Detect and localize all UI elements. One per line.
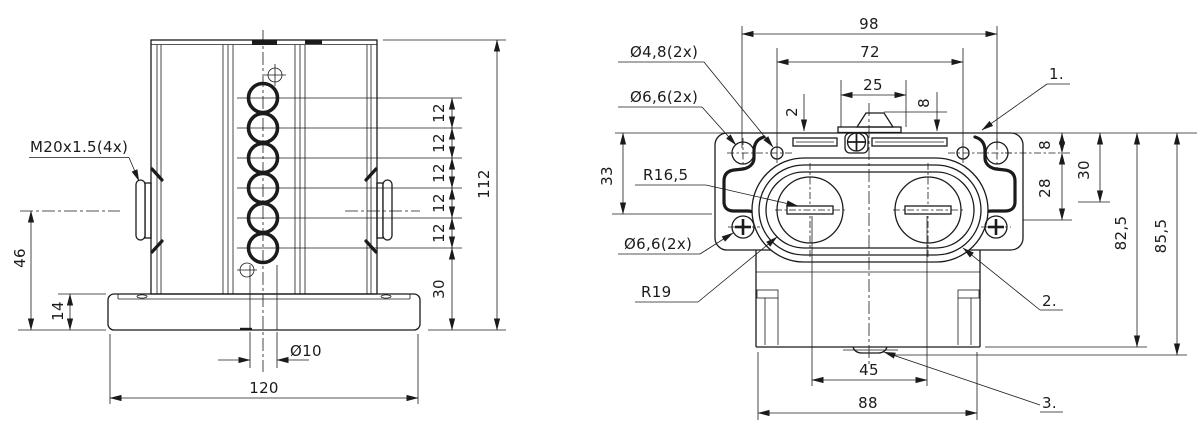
callout-1-label: 1. [1049, 65, 1064, 83]
dim-30-side-label: 30 [430, 279, 448, 299]
pilot-hole-left [770, 143, 784, 163]
dim-dia10-label: Ø10 [290, 342, 322, 360]
dim-30-front-label: 30 [1075, 160, 1093, 180]
side-view-extension-lines [18, 39, 506, 404]
front-view: 98 72 25 2 8 Ø4,8(2x) Ø6,6(2x) R16,5 Ø6,… [598, 15, 1197, 420]
dim-112-label: 112 [475, 169, 493, 199]
spring-clip-right [973, 135, 1017, 230]
top-tab [837, 112, 902, 134]
hole-dia48-label: Ø4,8(2x) [630, 43, 698, 61]
lower-body [755, 103, 981, 365]
dim-33-label: 33 [598, 166, 616, 186]
thread-callout-label: M20x1.5(4x) [30, 138, 128, 156]
hole-dia66-top-label: Ø6,6(2x) [630, 88, 698, 106]
dim-2-label: 2 [783, 107, 801, 117]
screw-hole-bottom-left [728, 215, 760, 239]
dim-14-label: 14 [49, 301, 67, 321]
dim-12-label-4: 12 [430, 193, 448, 213]
dim-82-5-label: 82,5 [1112, 216, 1130, 251]
hole-dia66-bottom-label: Ø6,6(2x) [624, 235, 692, 253]
top-section-mark-2 [305, 40, 322, 44]
dim-12-label-5: 12 [430, 223, 448, 243]
flange-hole-top-left [727, 138, 792, 168]
top-section-mark [252, 40, 277, 45]
dim-98-label: 98 [859, 15, 879, 33]
dim-12-label-2: 12 [430, 133, 448, 153]
dim-28-label: 28 [1036, 178, 1054, 198]
dim-120-label: 120 [249, 379, 279, 397]
dim-46-label: 46 [11, 248, 29, 268]
cable-gland-left [135, 167, 164, 254]
dim-8-right-label: 8 [1036, 140, 1054, 150]
dim-12-label-3: 12 [430, 163, 448, 183]
side-view: M20x1.5(4x) 46 14 12 12 12 12 12 30 [11, 30, 506, 404]
side-view-dimensions: M20x1.5(4x) 46 14 12 12 12 12 12 30 [11, 39, 501, 402]
terminal-opening-right [893, 163, 963, 257]
dim-72-label: 72 [860, 43, 880, 61]
cable-gland-right [364, 167, 393, 254]
pilot-hole-right [956, 143, 970, 163]
top-vent-slots [792, 137, 948, 147]
dim-12-label-1: 12 [430, 103, 448, 123]
side-view-base [107, 265, 421, 331]
front-view-dimensions: 98 72 25 2 8 Ø4,8(2x) Ø6,6(2x) R16,5 Ø6,… [598, 15, 1181, 417]
callout-3-label: 3. [1042, 394, 1057, 412]
screw-hole-bottom-right [981, 215, 1011, 239]
callout-2-label: 2. [1042, 292, 1057, 310]
top-center-screw [844, 132, 869, 154]
terminal-opening-left [775, 163, 845, 257]
dim-25-label: 25 [863, 76, 883, 94]
dim-8-tab-label: 8 [915, 98, 933, 108]
terminal-circles [237, 30, 286, 372]
dim-85-5-label: 85,5 [1152, 219, 1170, 254]
radius-outer-label: R19 [641, 283, 671, 301]
side-view-body-outline [150, 39, 378, 295]
dim-45-label: 45 [859, 361, 879, 379]
radius-inner-label: R16,5 [643, 166, 688, 184]
oval-body [751, 157, 989, 263]
dim-88-label: 88 [858, 394, 878, 412]
